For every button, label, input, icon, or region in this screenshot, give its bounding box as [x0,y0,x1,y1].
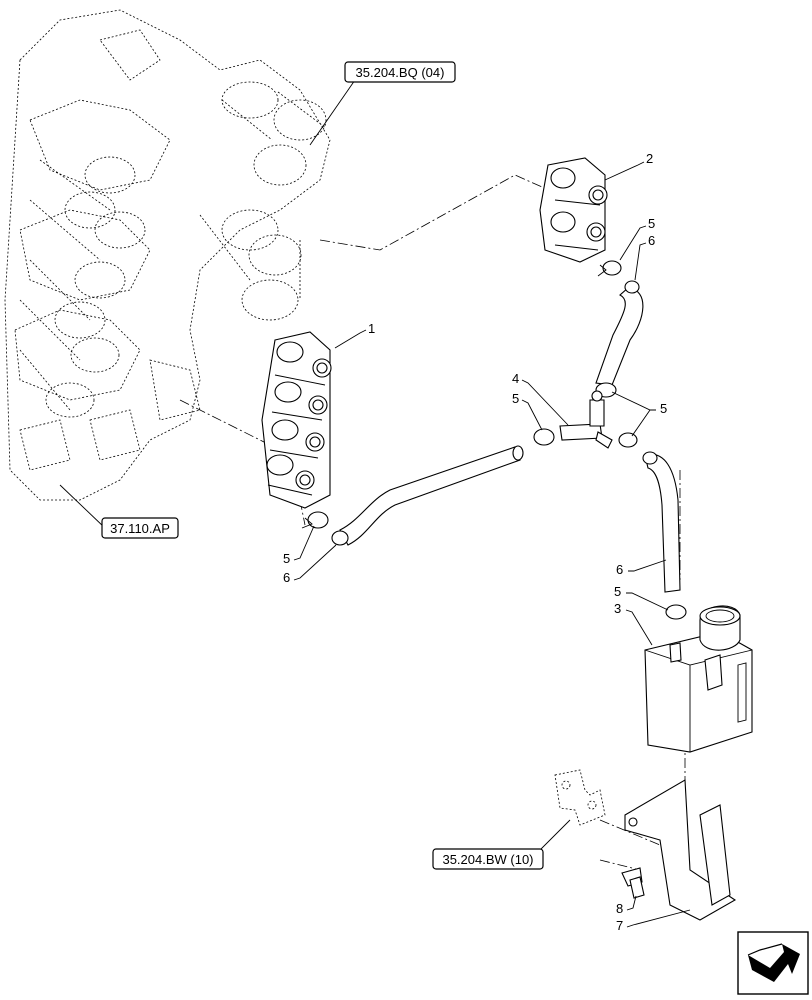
callout-4: 4 [512,371,519,386]
coupler-block-lower [261,331,332,509]
callout-5: 5 [512,391,519,406]
hose-lower-left [331,445,524,546]
tank-bracket [624,779,737,921]
reference-box-left[interactable]: 37.110.AP [59,484,179,539]
callout-7: 7 [616,918,623,933]
reference-label: 35.204.BQ (04) [356,65,445,80]
valve-block-phantom [4,9,331,501]
callout-5: 5 [660,401,667,416]
coupler-block-upper [539,157,608,263]
reservoir-tank [644,605,753,753]
callout-3: 3 [614,601,621,616]
callout-5: 5 [283,551,290,566]
callout-6: 6 [616,562,623,577]
reference-label: 35.204.BW (10) [442,852,533,867]
bolt [621,867,645,899]
next-page-arrow-icon[interactable] [737,931,809,995]
callout-6: 6 [648,233,655,248]
t-fitting [559,390,613,449]
reference-label: 37.110.AP [110,521,170,536]
reference-lines [179,174,686,871]
hose-lower-right [642,451,681,593]
callout-2: 2 [646,151,653,166]
callouts: 1 2 5 6 4 5 5 5 6 6 5 3 8 [283,151,691,933]
callout-1: 1 [368,321,375,336]
reference-box-bottom[interactable]: 35.204.BW (10) [432,819,571,870]
callout-5: 5 [614,584,621,599]
callout-5: 5 [648,216,655,231]
reference-box-top[interactable]: 35.204.BQ (04) [309,61,456,146]
callout-6: 6 [283,570,290,585]
hose-upper [595,280,644,386]
callout-8: 8 [616,901,623,916]
bracket-phantom [554,769,606,826]
